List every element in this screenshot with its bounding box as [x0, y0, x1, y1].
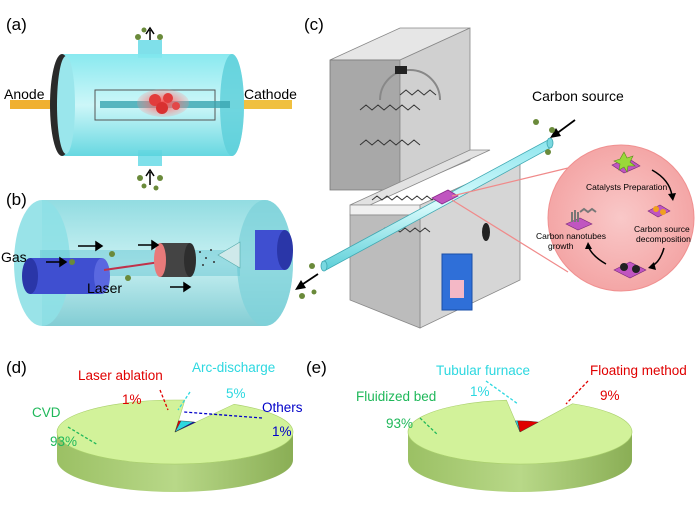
gas-out-arrow: [145, 26, 155, 40]
carbon-in-arrowhead: [550, 128, 561, 138]
panel-b: (b) Gas Laser: [1, 190, 293, 326]
left-window-inner: [94, 258, 110, 294]
sample-boat: [431, 189, 459, 205]
leader-line: [565, 380, 589, 405]
tube-left-end: [320, 260, 328, 272]
pie-label-others: Others: [262, 400, 303, 415]
cathode-end-face: [220, 54, 244, 156]
carbon-source-label: Carbon source: [532, 88, 624, 104]
molecule-icons: [135, 27, 163, 191]
zoom-line: [451, 167, 569, 197]
catalyst-star-icon: [613, 151, 636, 173]
anode-end-face: [57, 56, 75, 154]
gas-molecule-icons: [69, 251, 131, 281]
right-window-face: [277, 230, 293, 270]
plasma-blob: [172, 102, 180, 110]
furnace-handle: [482, 223, 490, 241]
pie-label-floating-method: Floating method: [590, 363, 687, 378]
flow-arrows: [46, 239, 192, 293]
panel-d: (d) CVD 93% Laser ablation 1% Arc-discharge 5…: [6, 358, 303, 492]
nanotubes-growth-label-1: Carbon nanotubes: [536, 231, 606, 241]
carbon-particle: [620, 263, 628, 271]
pie-side: [57, 432, 293, 492]
catalyst-particle: [660, 209, 666, 215]
zoom-line: [451, 199, 569, 273]
pie-value-label: 1%: [122, 392, 142, 407]
pie-value-label: 9%: [600, 388, 620, 403]
pie-value-label: 93%: [386, 416, 413, 431]
panel-label-a: (a): [6, 15, 27, 34]
pie-value-label: 5%: [226, 386, 246, 401]
decomposition-label-1: Carbon source: [634, 224, 690, 234]
gas-in-arrow: [145, 168, 155, 185]
growth-mechanism-circle: [547, 144, 695, 292]
pie-slice-floating-method: [517, 420, 540, 433]
pie-label-laser-ablation: Laser ablation: [78, 368, 163, 383]
plasma-blob: [163, 93, 173, 103]
leader-line: [159, 389, 169, 411]
target-face: [154, 243, 166, 277]
pie-chart-d: CVD 93% Laser ablation 1% Arc-discharge 5% Oth…: [32, 360, 303, 492]
cathode-label: Cathode: [244, 86, 297, 102]
panel-c: (c): [295, 15, 695, 329]
panel-a: (a) Anode Cathode: [4, 15, 297, 191]
left-window-cylinder: [30, 258, 102, 294]
tube-right-end: [546, 137, 554, 149]
pie-value-label: 1%: [470, 384, 490, 399]
carbon-particle: [632, 265, 640, 273]
carbon-molecule-icons: [299, 119, 555, 299]
furnace-front-face: [399, 27, 471, 191]
laser-label: Laser: [87, 280, 122, 296]
catalysts-preparation-label: Catalysts Preparation: [586, 182, 668, 192]
pie-chart-e: Fluidized bed 93% Tubular furnace 1% Floatin…: [356, 363, 687, 492]
panel-label-b: (b): [6, 190, 27, 209]
panel-label-e: (e): [306, 358, 327, 377]
cathode-rod: [230, 100, 292, 109]
pie-label-tubular-furnace: Tubular furnace: [436, 363, 530, 378]
leader-line: [67, 426, 99, 446]
cycle-arrowheads: [585, 193, 676, 270]
exhaust-arrowhead: [295, 280, 306, 290]
plasma-blob: [149, 94, 161, 106]
carbon-in-arrow: [555, 119, 576, 135]
laser-beam: [103, 261, 161, 271]
catalyst-particle: [653, 206, 659, 212]
furnace-top-slot: [395, 66, 407, 74]
gas-label: Gas: [1, 249, 27, 265]
leader-line: [485, 380, 519, 405]
collector-cone: [217, 241, 241, 269]
leader-line: [177, 391, 191, 411]
pie-label-cvd: CVD: [32, 405, 61, 420]
anode-label: Anode: [4, 86, 45, 102]
pie-side: [408, 432, 632, 492]
panel-label-d: (d): [6, 358, 27, 377]
top-gas-port: [138, 40, 162, 58]
furnace-arch: [379, 69, 441, 101]
leader-line: [183, 411, 263, 419]
anode-rod: [10, 100, 60, 109]
furnace-left-face: [329, 59, 401, 191]
panel-label-c: (c): [304, 15, 324, 34]
pie-slice-others: [174, 421, 197, 433]
control-display: [450, 280, 464, 298]
decomposition-label-2: decomposition: [636, 234, 691, 244]
pie-value-label: 1%: [272, 424, 292, 439]
heating-coils: [359, 89, 437, 146]
soot-particles: [199, 249, 215, 266]
nanotubes-growth-label-2: growth: [548, 241, 574, 251]
plasma-blob: [156, 102, 168, 114]
pie-label-fluidized-bed: Fluidized bed: [356, 389, 436, 404]
target-back: [184, 243, 196, 277]
leader-line: [419, 417, 439, 436]
pie-value-label: 93%: [50, 434, 77, 449]
nanotube-icons: [571, 207, 597, 222]
left-window-face: [22, 258, 38, 294]
panel-e: (e) Fluidized bed 93% Tubular furnace 1% Flo…: [306, 358, 687, 492]
pie-label-arc-discharge: Arc-discharge: [192, 360, 275, 375]
